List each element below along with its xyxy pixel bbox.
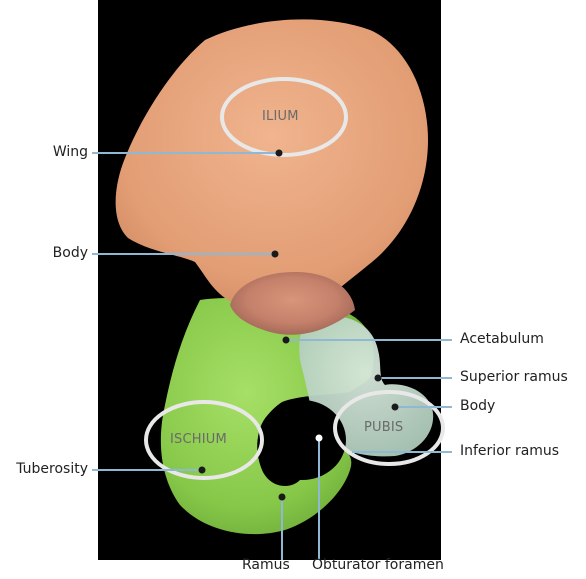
pubis-outline-ring xyxy=(333,390,445,466)
label-superior-ramus: Superior ramus xyxy=(460,369,568,385)
ilium-bone xyxy=(115,19,429,312)
acetabulum-socket xyxy=(230,272,355,335)
dot-ramus xyxy=(278,493,286,501)
leader-lines xyxy=(92,152,452,560)
dot-wing xyxy=(275,149,283,157)
label-obturator-foramen: Obturator foramen xyxy=(312,557,444,573)
label-body-pubis: Body xyxy=(460,398,496,414)
label-body-ilium: Body xyxy=(52,245,88,261)
ilium-outline-ring xyxy=(220,77,348,157)
label-inferior-ramus: Inferior ramus xyxy=(460,443,560,459)
region-ischium: ISCHIUM xyxy=(170,432,227,447)
label-ramus: Ramus xyxy=(242,557,290,573)
label-wing: Wing xyxy=(52,144,88,160)
dot-body-pubis xyxy=(391,403,399,411)
dot-tuberosity xyxy=(198,466,206,474)
label-tuberosity: Tuberosity xyxy=(16,461,88,477)
label-acetabulum: Acetabulum xyxy=(460,331,544,347)
region-pubis: PUBIS xyxy=(364,420,404,435)
ischium-outline-ring xyxy=(144,400,264,480)
obturator-foramen-hole xyxy=(258,400,346,480)
dot-body-ilium xyxy=(271,250,279,258)
dot-acetabulum xyxy=(282,336,290,344)
dot-obturator-foramen xyxy=(315,434,323,442)
region-ilium: ILIUM xyxy=(262,109,299,124)
pointer-dots xyxy=(198,149,399,501)
dot-superior-ramus xyxy=(374,374,382,382)
